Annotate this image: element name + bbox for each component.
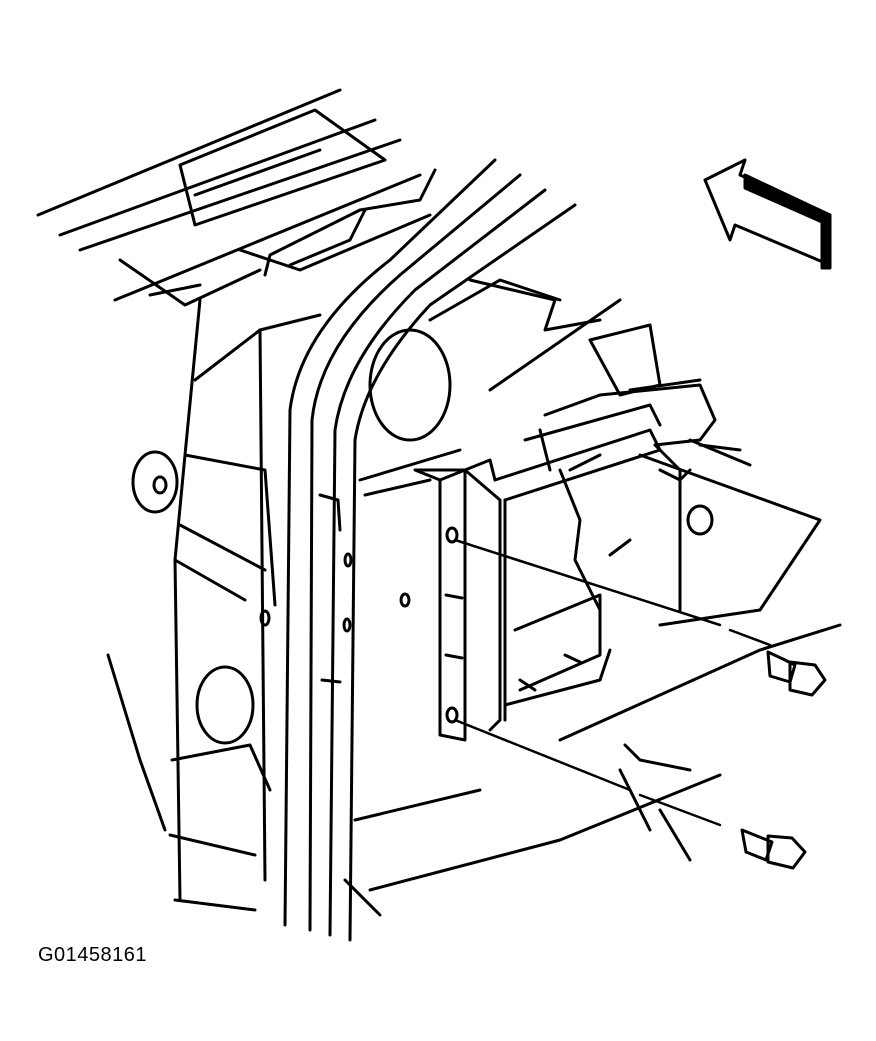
roof-header (36, 88, 437, 307)
bolt-lower (453, 718, 807, 870)
bolt-upper (453, 538, 827, 697)
mounting-bracket (413, 428, 662, 742)
inner-panel (353, 278, 842, 892)
grommet (131, 450, 179, 514)
figure-id-label: G01458161 (38, 944, 148, 966)
module-assembly (503, 323, 822, 707)
door-frame (283, 158, 577, 942)
a-pillar (106, 298, 322, 912)
direction-arrow (703, 158, 832, 270)
